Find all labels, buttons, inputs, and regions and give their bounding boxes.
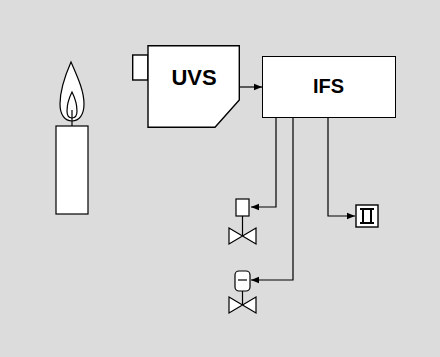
controller-box: IFS [262, 56, 396, 118]
solenoid-valve [229, 271, 256, 313]
ignition-transformer-symbol [356, 205, 378, 227]
candle [56, 62, 88, 214]
wire [251, 118, 355, 280]
signal-arrow [240, 86, 262, 87]
solenoid-valve [229, 199, 256, 244]
node-label: UVS [148, 65, 240, 91]
sensor-box: UVS [132, 45, 240, 128]
node-label: IFS [263, 75, 394, 98]
